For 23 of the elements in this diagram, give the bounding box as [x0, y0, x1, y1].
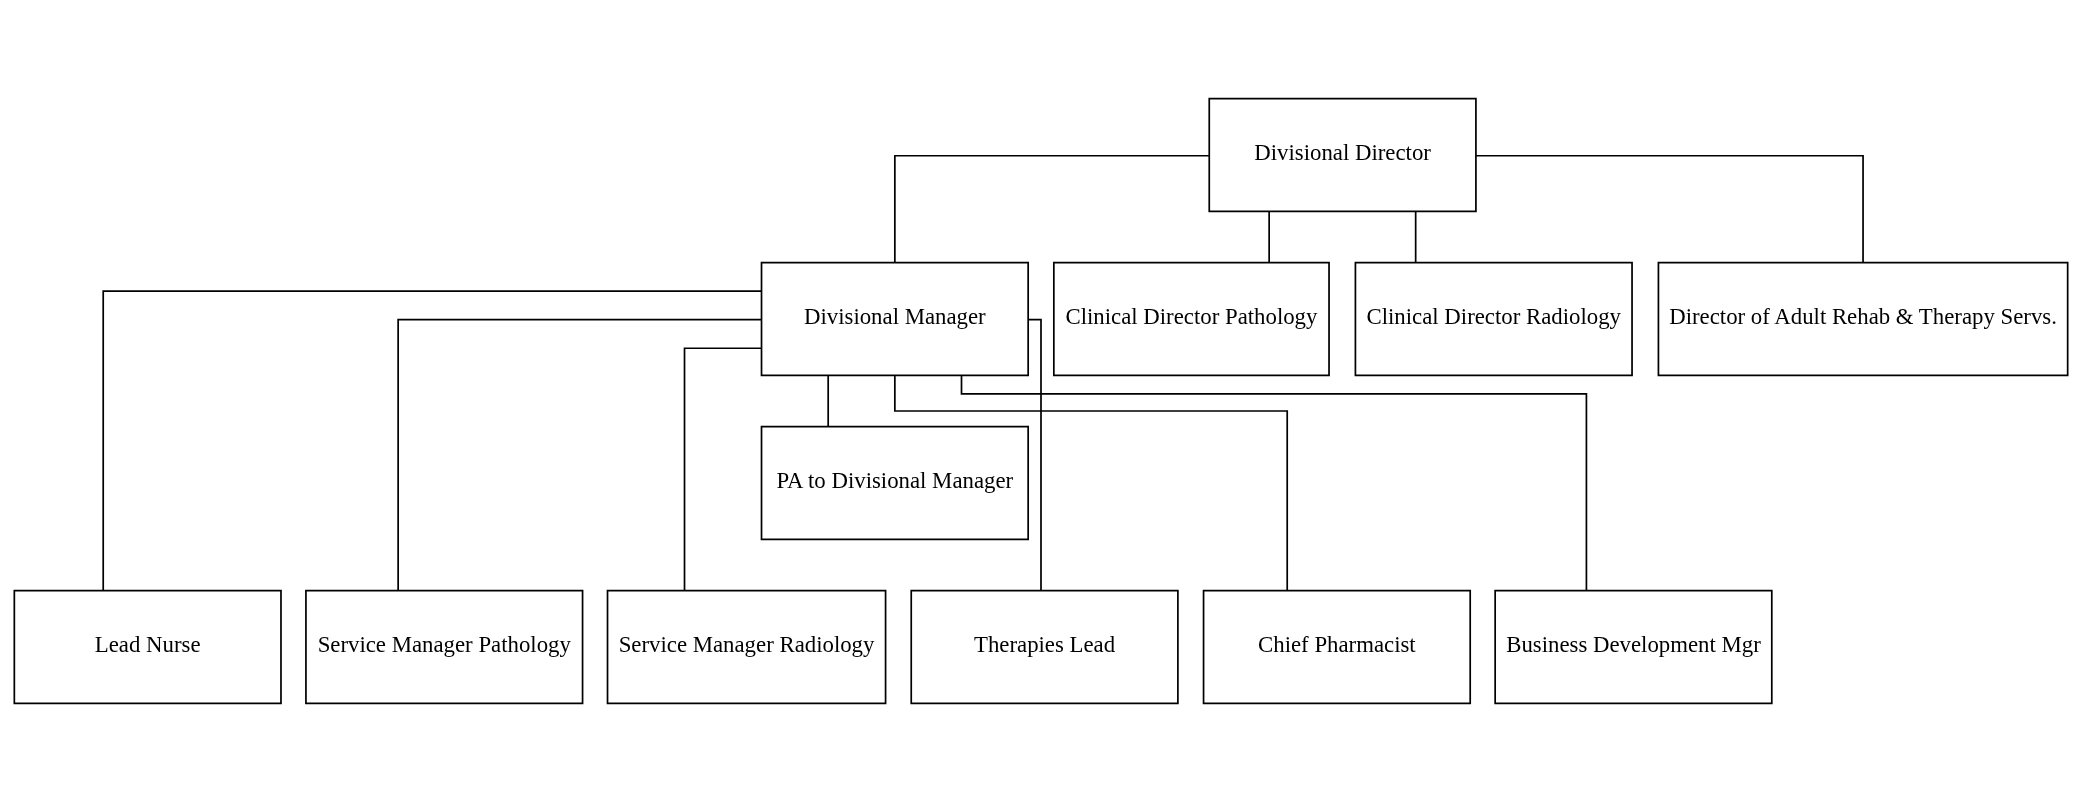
- connector: [1027, 318, 1042, 591]
- node-box: Clinical Director Pathology: [1052, 261, 1330, 376]
- node-box: Clinical Director Radiology: [1354, 261, 1633, 376]
- connector: [894, 154, 1210, 263]
- node-box: Chief Pharmacist: [1202, 589, 1472, 704]
- node-box: Divisional Director: [1208, 97, 1477, 212]
- connector: [1414, 210, 1417, 263]
- node-box: Service Manager Pathology: [305, 589, 584, 704]
- connector: [894, 374, 1289, 591]
- node-box: Lead Nurse: [13, 589, 282, 704]
- connector: [397, 318, 762, 591]
- node-box: Business Development Mgr: [1494, 589, 1773, 704]
- connector: [827, 374, 830, 427]
- connector: [102, 289, 763, 591]
- node-box: Divisional Manager: [760, 261, 1030, 376]
- connector: [1268, 210, 1270, 263]
- connector: [683, 346, 762, 591]
- node-box: PA to Divisional Manager: [760, 425, 1030, 540]
- connector: [960, 374, 1588, 591]
- node-box: Director of Adult Rehab & Therapy Servs.: [1657, 261, 2069, 376]
- connector: [1475, 154, 1864, 263]
- node-box: Service Manager Radiology: [606, 589, 887, 704]
- node-box: Therapies Lead: [910, 589, 1179, 704]
